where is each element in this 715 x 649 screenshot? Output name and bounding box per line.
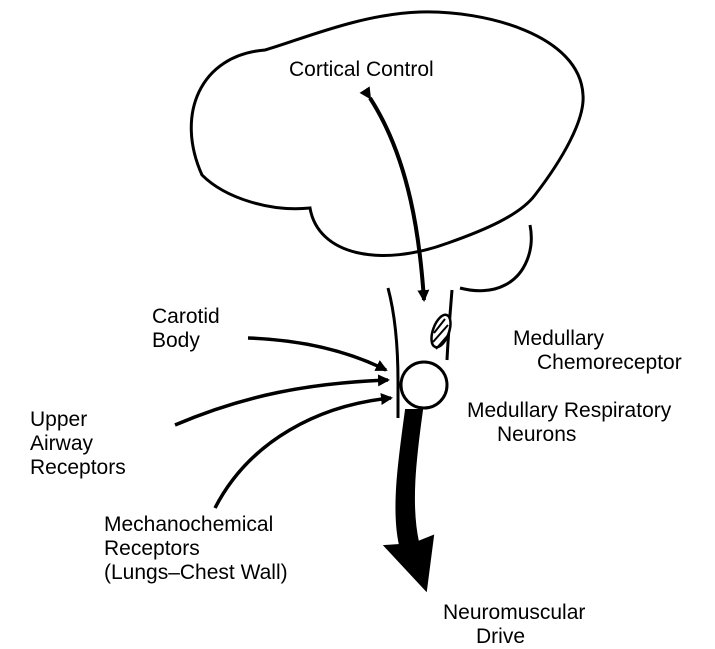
medullary-respiratory-neurons-label: Medullary Respiratory Neurons (467, 399, 671, 447)
cortical-control-label: Cortical Control (289, 58, 434, 82)
neuromuscular-drive-arrow (385, 410, 433, 590)
chemoreceptor-shape (428, 312, 455, 349)
respiratory-neurons-circle (401, 362, 447, 408)
carotid-body-arrow (248, 338, 386, 370)
cortical-control-arrow (370, 98, 424, 300)
upper-airway-receptors-label: Upper Airway Receptors (30, 408, 126, 480)
medullary-chemoreceptor-label: Medullary Chemoreceptor (513, 327, 682, 375)
neuromuscular-drive-label: Neuromuscular Drive (443, 601, 585, 649)
mechanochemical-receptors-label: Mechanochemical Receptors (Lungs–Chest W… (104, 513, 288, 585)
carotid-body-label: Carotid Body (152, 305, 220, 353)
mechanochemical-arrow (215, 398, 391, 508)
